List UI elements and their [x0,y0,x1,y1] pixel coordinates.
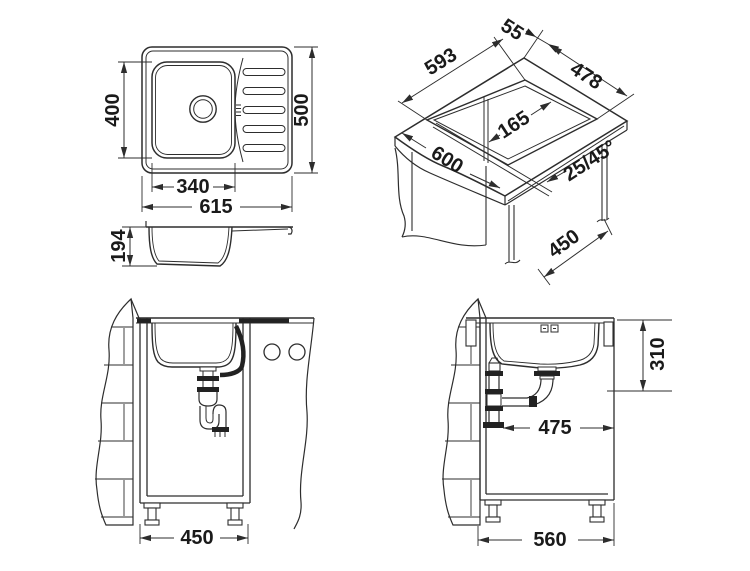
bowl-side-inner [492,322,596,365]
adjustable-foot-right [226,502,244,526]
drainboard-profile [231,228,289,232]
adjustable-foot-back [484,499,502,523]
mounting-bracket-left [465,319,477,347]
dim-label-cabinet-width: 450 [180,527,213,549]
plan-view: 400 500 340 615 [102,46,318,218]
dim-label-drain-height: 310 [647,337,669,370]
drain-icon [189,95,217,123]
worktop-thickness-edges [394,121,628,205]
worktop-front-right-bottom [504,129,628,206]
sink-outer-rim [141,46,293,174]
adjustable-foot-left [143,502,161,526]
front-section-view: 450 [95,297,315,549]
mid-panel-bottom-wavy [504,259,521,265]
drainboard-curve [234,57,244,163]
drain-inner-icon [193,99,213,119]
worktop-front-left-bottom-wavy [394,145,506,206]
edge-chamfer-line [507,125,625,202]
tap-hole-left [263,343,281,361]
bowl-profile-outer [148,226,233,267]
arrow-55-b [548,44,560,53]
bowl-side-outer [489,322,600,369]
right-panel-edges [601,143,608,221]
worktop-section-left [137,318,151,323]
dim-label-rim-offset: 55 [497,15,528,46]
bowl-inner-outline [155,65,232,155]
wall-apex-side [477,298,487,319]
sink-inner-rim [145,50,289,170]
dim-line-600-b [469,173,501,189]
side-section-view: 475 310 560 [442,297,672,551]
bowl-profile-inner [151,226,230,264]
worktop-section-right [239,318,289,323]
fixing-clips [540,324,559,333]
overflow-marks [236,104,241,116]
cabinet-sides [139,318,251,503]
drain-and-pipe [502,366,560,407]
right-panel-bottom-wavy [596,217,610,223]
overflow-hose [219,324,246,378]
ext-line-478 [596,93,635,120]
dim-label-bowl-depth: 400 [102,93,124,126]
profile-end-lip [287,226,293,235]
worktop-torn-edge [293,317,315,530]
mid-panel-edges [508,205,515,262]
wall-trap [483,357,504,428]
cutout-outer [425,79,599,166]
dim-label-overall-width: 615 [199,196,232,218]
dim-label-cabinet-depth-side: 560 [533,529,566,551]
brick-wall [95,297,134,526]
tap-hole-right [288,343,306,361]
wall-apex [130,298,140,319]
dim-label-overall-depth: 500 [291,93,313,126]
profile-view: 194 [108,221,293,267]
dim-line-593 [401,38,504,104]
cabinet-front-rail [432,122,553,197]
cutout-inner [432,85,592,160]
arrow-55-a [524,28,536,37]
mounting-bracket-right [603,321,614,347]
dim-line-165-a [488,133,501,143]
dim-label-bowl-height: 194 [108,228,130,262]
bowl-section-inner [154,322,234,364]
cabinet-shelf [480,493,614,501]
dim-label-bowl-width: 340 [176,176,209,198]
cabinet-bottom [140,495,250,504]
left-panel-bottom-wavy [401,235,487,247]
bowl-section-outer [151,322,237,368]
isometric-view: 593 55 478 165 600 25/45° 450 [393,15,635,286]
dim-label-cabinet-depth-iso: 450 [544,225,584,262]
dim-line-165-b [530,101,552,116]
adjustable-foot-front [588,499,606,523]
dim-line-450-iso [543,230,609,278]
left-panel-torn-edge [394,147,406,238]
dim-label-cutout-length: 593 [421,44,461,80]
chamfer-leader [546,170,567,183]
left-panel-edges [411,152,487,245]
drainboard-ribs [242,68,286,152]
dim-line-478 [550,45,628,97]
dim-label-trap-clearance: 475 [538,417,571,439]
interior-divider [483,97,489,163]
brick-courses [95,326,133,518]
ext-line-55 [523,29,544,59]
dim-line-600-a [401,132,427,149]
siphon-trap [197,366,229,437]
